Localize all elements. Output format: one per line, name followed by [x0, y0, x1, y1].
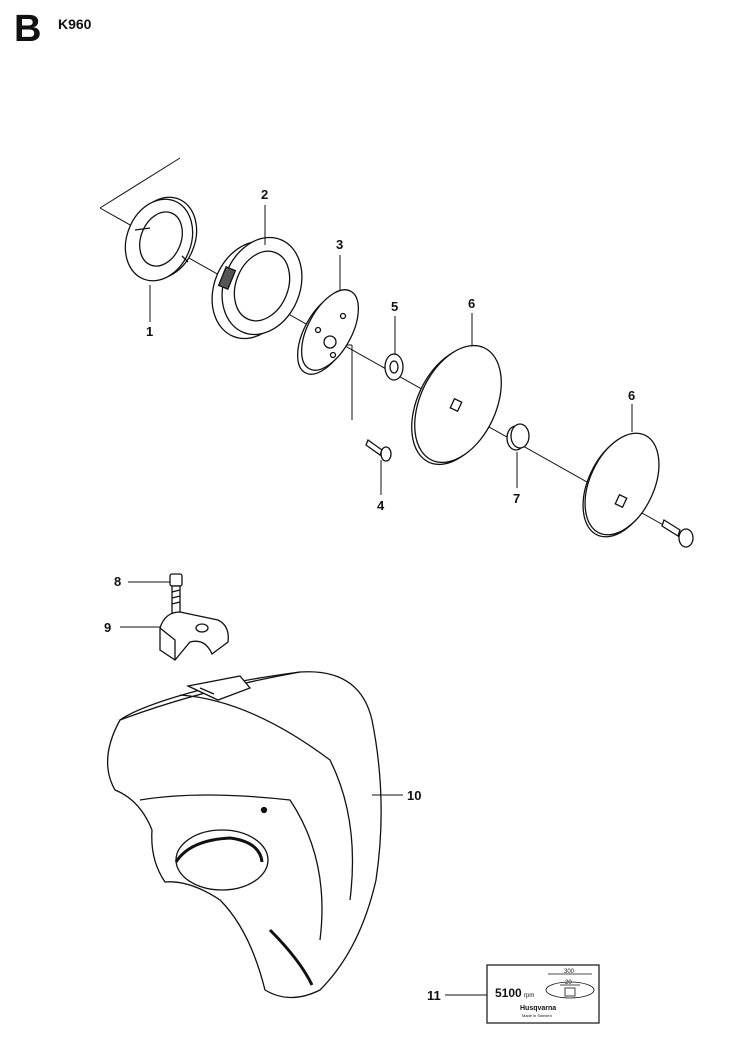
end-bolt[interactable] [661, 519, 694, 548]
callout-10: 10 [407, 788, 421, 803]
part-5-washer[interactable] [384, 353, 404, 381]
part-10-blade-guard[interactable] [106, 671, 382, 999]
part-2-bearing-housing[interactable] [198, 225, 316, 350]
part-6-disc-b[interactable] [568, 422, 674, 549]
part-3-flange[interactable] [286, 281, 370, 383]
callout-8: 8 [114, 574, 121, 589]
callout-4: 4 [377, 498, 385, 513]
decal-rpm-unit: rpm [524, 993, 534, 999]
part-4-screw[interactable] [351, 345, 392, 462]
part-9-clamp[interactable] [159, 611, 229, 661]
decal-dim-outer: 300 [564, 969, 575, 975]
part-1-ring[interactable] [114, 187, 209, 291]
callout-2: 2 [261, 187, 268, 202]
callout-numbers: 1 2 3 4 5 6 7 6 8 9 10 11 [104, 187, 635, 1003]
callout-11: 11 [427, 988, 441, 1003]
model-label: K960 [58, 16, 92, 32]
callout-1: 1 [146, 324, 153, 339]
callout-7: 7 [513, 491, 520, 506]
decal-dim-inner: 20 [565, 980, 572, 986]
callout-leaders [120, 205, 633, 996]
part-7-bushing[interactable] [506, 423, 530, 451]
callout-3: 3 [336, 237, 343, 252]
decal-origin: Made in Sweden [522, 1013, 552, 1018]
decal-rpm-value: 5100 [495, 986, 522, 1000]
decal-brand: Husqvarna [520, 1005, 556, 1012]
part-11-decal[interactable] [486, 964, 600, 1024]
section-letter: B [14, 8, 42, 50]
callout-9: 9 [104, 620, 111, 635]
callout-6b: 6 [628, 388, 635, 403]
decal-text: 5100 rpm 300 20 Husqvarna Made in Sweden [495, 969, 575, 1018]
part-8-bolt[interactable] [169, 573, 183, 617]
part-6-disc-a[interactable] [394, 332, 518, 479]
callout-5: 5 [391, 299, 398, 314]
callout-6a: 6 [468, 296, 475, 311]
